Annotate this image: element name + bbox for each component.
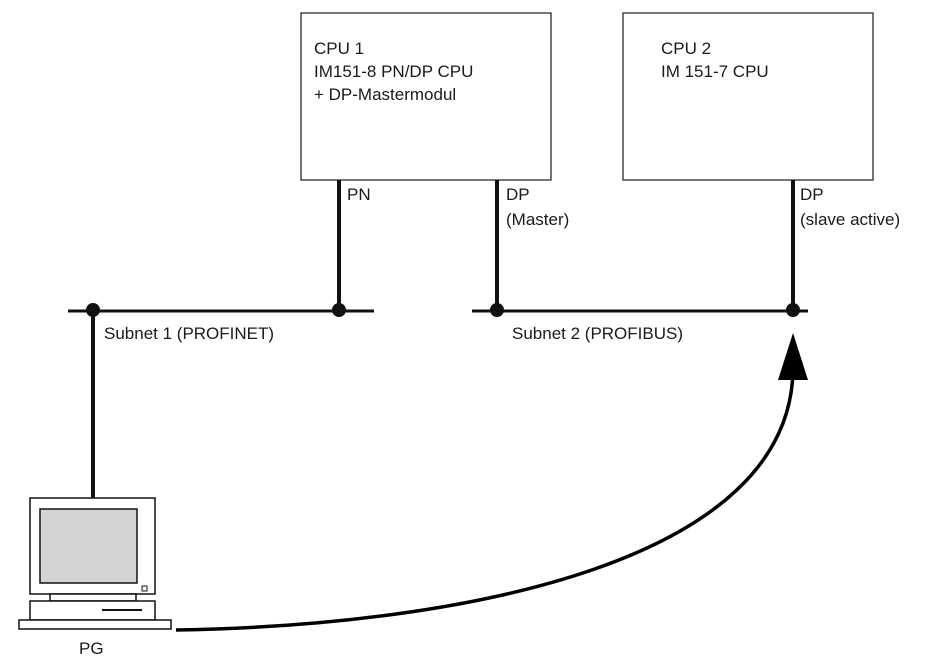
keyboard [18,619,172,630]
cpu2-module: CPU 2 IM 151-7 CPU [622,12,874,181]
subnet2-label: Subnet 2 (PROFIBUS) [512,324,683,343]
desktop-computer-icon [18,497,172,630]
subnet1-cpu1-node [332,303,346,317]
cpu1-module: CPU 1 IM151-8 PN/DP CPU + DP-Mastermodul [300,12,552,181]
subnet2-bus: Subnet 2 (PROFIBUS) [472,303,808,343]
cpu1-dp-role-label: (Master) [506,210,569,229]
access-arrow-curve [175,369,795,632]
arrow-up-icon [778,333,808,380]
subnet1-label: Subnet 1 (PROFINET) [104,324,274,343]
subnet2-cpu1-node [490,303,504,317]
monitor-led [141,585,148,592]
cpu2-model: IM 151-7 CPU [661,62,769,81]
cpu2-title: CPU 2 [661,39,711,58]
cpu2-dp-port-label: DP [800,185,824,204]
cpu1-title: CPU 1 [314,39,364,58]
cpu1-addon: + DP-Mastermodul [314,85,456,104]
access-arrow [175,333,808,632]
subnet1-bus: Subnet 1 (PROFINET) [68,303,374,343]
cpu1-pn-port-label: PN [347,185,371,204]
cpu1-box [300,12,552,181]
cpu1-dp-port-label: DP [506,185,530,204]
subnet1-pg-node [86,303,100,317]
subnet2-cpu2-node [786,303,800,317]
cpu2-box [622,12,874,181]
cpu2-dp-role-label: (slave active) [800,210,900,229]
monitor-neck [49,593,137,602]
monitor-screen [39,508,138,584]
cpu1-model: IM151-8 PN/DP CPU [314,62,473,81]
pg-label: PG [79,639,104,658]
